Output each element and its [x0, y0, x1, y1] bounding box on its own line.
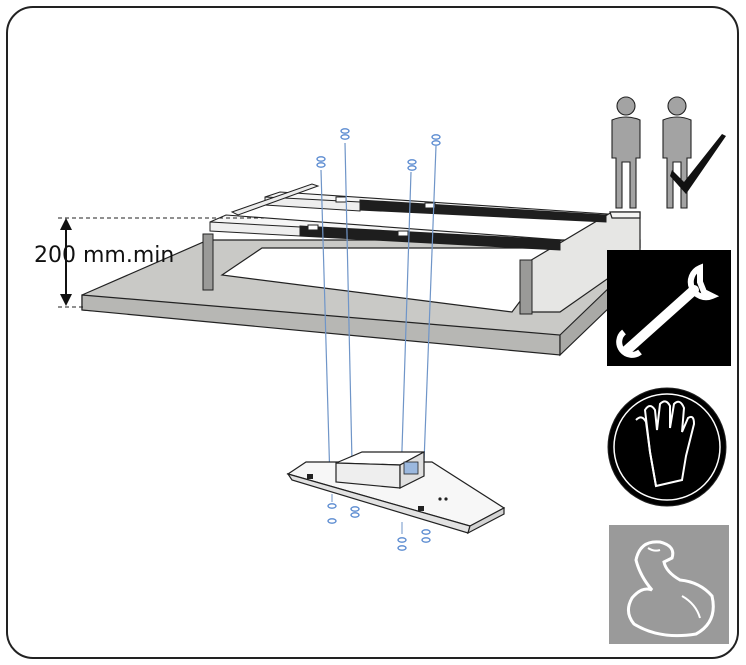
flexed-arm-icon [609, 525, 729, 644]
hood-base-side [467, 507, 505, 535]
rail-connector [230, 183, 320, 216]
frame-post-left [202, 233, 214, 291]
two-persons-icon [611, 96, 692, 209]
hood-clip-left [307, 474, 313, 479]
gloves-icon [607, 387, 727, 507]
checkmark-icon [670, 134, 726, 194]
rail-fixings [307, 196, 436, 237]
hood-unit [286, 450, 506, 535]
bottom-screw-lines [331, 494, 403, 534]
dimension-arrow-down [60, 294, 72, 306]
bottom-screws [327, 503, 431, 551]
dimension-arrow-up [60, 218, 72, 230]
wrench-icon [607, 250, 731, 366]
support-frame [202, 183, 641, 315]
frame-post-right [519, 259, 533, 315]
motor-connector [403, 461, 419, 475]
ceiling-slab [81, 239, 641, 357]
screw-guide-lines [320, 142, 437, 483]
dimension-label: 200 mm.min [34, 243, 174, 268]
height-dimension: 200 mm.min [34, 217, 264, 308]
hood-clip-right [418, 506, 424, 511]
frame-right-top [609, 211, 641, 219]
top-screws [316, 128, 441, 171]
rail-front-front [209, 221, 301, 237]
